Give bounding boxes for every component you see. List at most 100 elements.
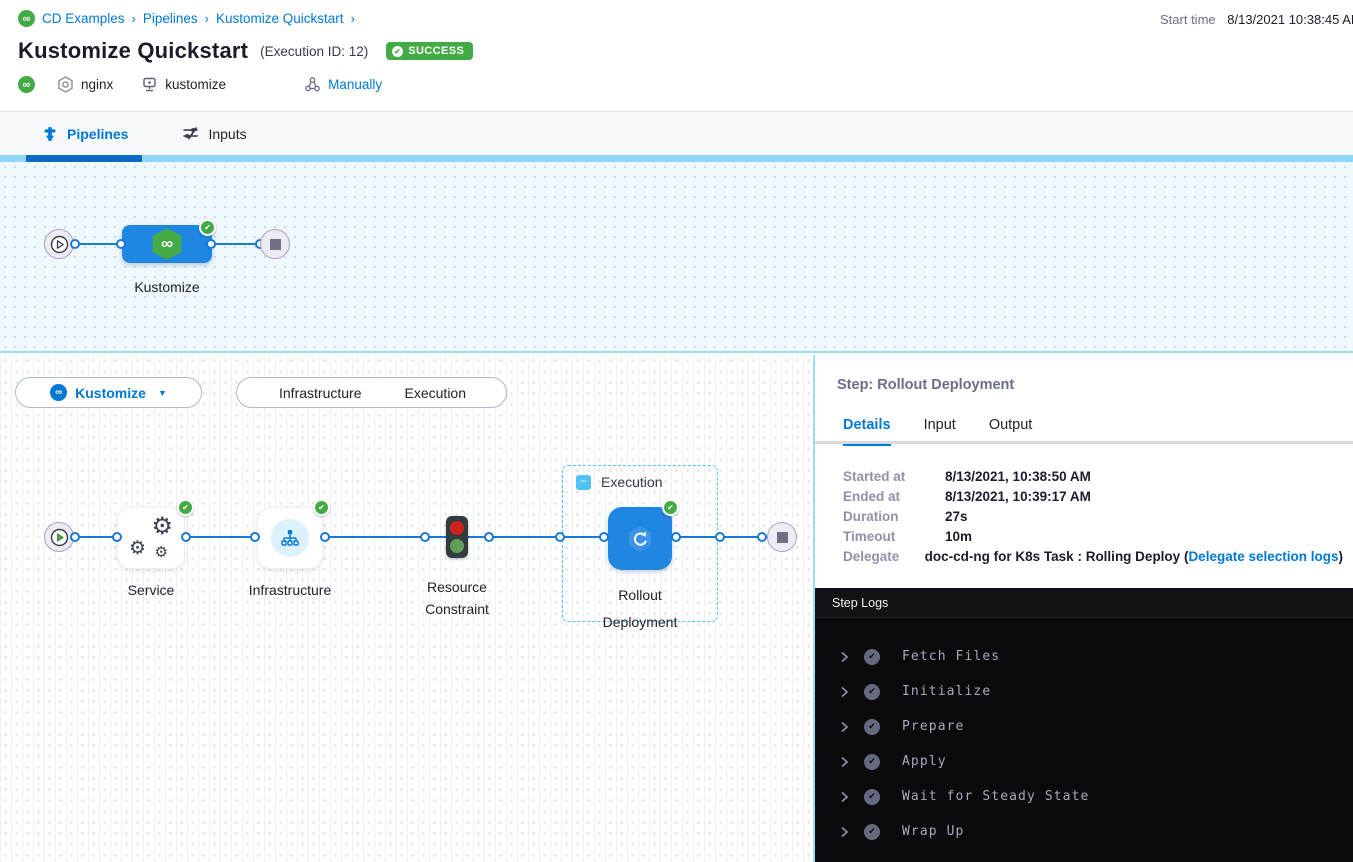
service-meta: nginx: [57, 76, 113, 93]
resource-constraint-traffic-light-icon[interactable]: [446, 516, 468, 558]
success-check-icon: ✔: [864, 753, 880, 770]
start-time-value: 8/13/2021 10:38:45 AM: [1227, 12, 1353, 27]
page-title: Kustomize Quickstart: [18, 38, 249, 63]
active-tab-underline: [26, 155, 142, 162]
execution-end-button[interactable]: [767, 522, 797, 552]
pipeline-icon: [42, 126, 58, 142]
edge-connector: [206, 239, 216, 249]
log-section-wrap-up[interactable]: ✔ Wrap Up: [815, 814, 1353, 849]
chevron-right-icon: ›: [350, 11, 355, 26]
expand-chevron-icon[interactable]: [840, 686, 849, 698]
step-label-resource-constraint[interactable]: Resource Constraint: [425, 579, 489, 617]
environment-name: kustomize: [165, 77, 227, 92]
delegate-selection-logs-link[interactable]: Delegate selection logs: [1188, 549, 1339, 564]
stop-icon: [776, 531, 788, 543]
step-label-infrastructure[interactable]: Infrastructure: [248, 582, 332, 598]
view-infrastructure[interactable]: Infrastructure: [279, 384, 362, 401]
play-icon: [50, 235, 68, 253]
expand-chevron-icon[interactable]: [840, 791, 849, 803]
success-check-icon: ✔: [864, 788, 880, 805]
service-gears-icon: ⚙⚙⚙: [129, 513, 173, 561]
log-section-initialize[interactable]: ✔ Initialize: [815, 674, 1353, 709]
detail-row-delegate: Delegate doc-cd-ng for K8s Task : Rollin…: [843, 549, 1343, 564]
tab-bar: Pipelines Inputs: [0, 111, 1353, 155]
log-section-prepare[interactable]: ✔ Prepare: [815, 709, 1353, 744]
step-label-service[interactable]: Service: [127, 582, 175, 598]
stop-icon: [269, 238, 281, 250]
harness-cd-icon: ∞: [18, 10, 35, 27]
success-check-icon: ✔: [662, 499, 679, 516]
trigger-label[interactable]: Manually: [328, 77, 383, 92]
edge-connector: [757, 532, 767, 542]
breadcrumb-cd-examples[interactable]: CD Examples: [42, 11, 125, 26]
tab-details[interactable]: Details: [843, 417, 891, 446]
service-hexnut-icon: [57, 76, 74, 93]
step-panel-title: Step: Rollout Deployment: [837, 377, 1015, 393]
expand-chevron-icon[interactable]: [840, 651, 849, 663]
log-section-wait-for-steady-state[interactable]: ✔ Wait for Steady State: [815, 779, 1353, 814]
edge-connector: [320, 532, 330, 542]
stage-label[interactable]: Kustomize: [134, 279, 200, 295]
tab-inputs[interactable]: Inputs: [182, 125, 247, 142]
edge-connector: [70, 532, 80, 542]
stage-selector-dropdown[interactable]: ∞ Kustomize ▼: [15, 377, 202, 408]
view-execution[interactable]: Execution: [404, 384, 466, 401]
edge-connector: [181, 532, 191, 542]
step-node-infrastructure[interactable]: [257, 507, 323, 569]
check-icon: ✔: [392, 45, 404, 57]
pipeline-end-button[interactable]: [260, 229, 290, 259]
step-label-rollout-deployment[interactable]: Rollout Deployment: [602, 587, 678, 630]
edge-connector: [484, 532, 494, 542]
edge-connector: [599, 532, 609, 542]
environment-meta: kustomize: [141, 76, 226, 93]
log-section-apply[interactable]: ✔ Apply: [815, 744, 1353, 779]
step-details-panel: Step: Rollout Deployment Details Input O…: [813, 355, 1353, 862]
breadcrumb-kustomize-quickstart[interactable]: Kustomize Quickstart: [216, 11, 344, 26]
chevron-right-icon: ›: [204, 11, 210, 26]
service-name: nginx: [81, 77, 114, 92]
edge-connector: [715, 532, 725, 542]
canvas-top-strip: [0, 155, 1353, 162]
log-section-fetch-files[interactable]: ✔ Fetch Files: [815, 639, 1353, 674]
success-check-icon: ✔: [864, 823, 880, 840]
tab-pipelines[interactable]: Pipelines: [42, 126, 128, 142]
environment-icon: [141, 76, 158, 93]
execution-group-box: [562, 465, 718, 622]
edge-connector: [70, 239, 80, 249]
start-time: Start time 8/13/2021 10:38:45 AM: [1160, 12, 1353, 27]
step-node-rollout-deployment[interactable]: [608, 507, 672, 570]
play-icon: [50, 528, 68, 546]
execution-id: (Execution ID: 12): [260, 43, 369, 59]
harness-cd-icon: ∞: [50, 384, 68, 401]
trigger-meta[interactable]: Manually: [304, 76, 382, 93]
status-badge: ✔ SUCCESS: [386, 42, 474, 60]
red-light: [450, 520, 464, 535]
step-node-service[interactable]: ⚙⚙⚙: [117, 507, 185, 569]
edge-connector: [112, 532, 122, 542]
success-check-icon: ✔: [864, 718, 880, 735]
green-light: [450, 539, 464, 554]
pipeline-start-button[interactable]: [44, 229, 74, 259]
tab-output[interactable]: Output: [988, 417, 1033, 433]
collapse-group-icon[interactable]: –: [576, 475, 591, 490]
breadcrumb-pipelines[interactable]: Pipelines: [142, 11, 198, 26]
chevron-down-icon: ▼: [157, 387, 167, 398]
success-check-icon: ✔: [864, 648, 880, 665]
success-check-icon: ✔: [199, 219, 216, 236]
stage-node-kustomize[interactable]: ∞: [122, 225, 212, 263]
execution-graph-canvas[interactable]: ∞ Kustomize ▼ Infrastructure Execution ⚙…: [0, 355, 813, 862]
expand-chevron-icon[interactable]: [840, 756, 849, 768]
chevron-right-icon: ›: [131, 11, 136, 26]
edge-connector: [250, 532, 260, 542]
step-panel-tabs: Details Input Output: [843, 417, 1032, 446]
edge-connector: [420, 532, 430, 542]
stage-graph-canvas[interactable]: ∞ ✔ Kustomize: [0, 162, 1353, 353]
expand-chevron-icon[interactable]: [840, 721, 849, 733]
tab-input[interactable]: Input: [923, 417, 956, 433]
step-logs-header: Step Logs: [815, 588, 1353, 618]
expand-chevron-icon[interactable]: [840, 826, 849, 838]
